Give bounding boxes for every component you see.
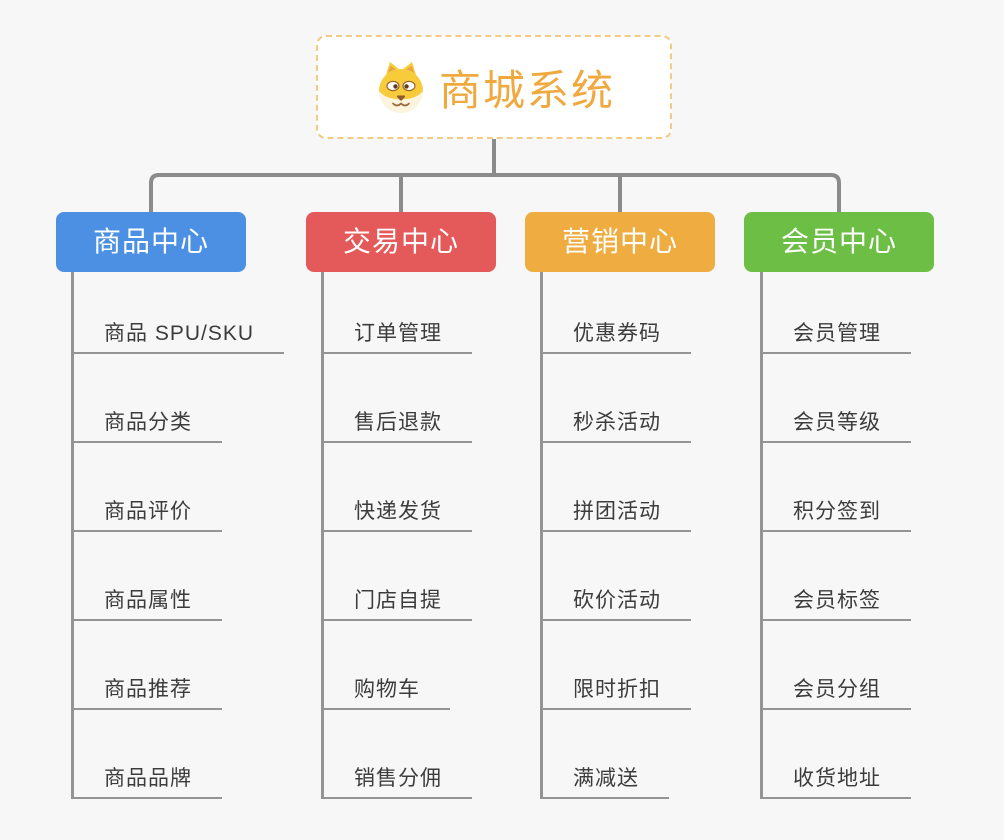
branch-trunk-marketing-center (540, 272, 543, 799)
topic-node[interactable]: 快递发货 (321, 490, 472, 532)
topic-node[interactable]: 商品品牌 (71, 757, 222, 799)
topic-node[interactable]: 优惠券码 (540, 312, 691, 354)
branch-node-member-center[interactable]: 会员中心 (744, 212, 934, 272)
topic-node[interactable]: 商品 SPU/SKU (71, 312, 285, 354)
topic-node[interactable]: 会员等级 (760, 401, 911, 443)
branch-bus-line (149, 173, 841, 212)
topic-node[interactable]: 满减送 (540, 757, 669, 799)
dog-icon (373, 59, 429, 115)
topic-node[interactable]: 会员管理 (760, 312, 911, 354)
topic-node[interactable]: 门店自提 (321, 579, 472, 621)
topic-node[interactable]: 限时折扣 (540, 668, 691, 710)
topic-node[interactable]: 购物车 (321, 668, 450, 710)
topic-node[interactable]: 销售分佣 (321, 757, 472, 799)
topic-node[interactable]: 商品推荐 (71, 668, 222, 710)
branch-node-product-center[interactable]: 商品中心 (56, 212, 246, 272)
root-title: 商城系统 (438, 66, 615, 114)
topic-node[interactable]: 商品分类 (71, 401, 222, 443)
topic-node[interactable]: 砍价活动 (540, 579, 691, 621)
topic-node[interactable]: 售后退款 (321, 401, 472, 443)
topic-node[interactable]: 会员分组 (760, 668, 911, 710)
topic-node[interactable]: 拼团活动 (540, 490, 691, 532)
topic-node[interactable]: 秒杀活动 (540, 401, 691, 443)
topic-node[interactable]: 商品评价 (71, 490, 222, 532)
branch-trunk-product-center (71, 272, 74, 799)
branch-node-trade-center[interactable]: 交易中心 (306, 212, 496, 272)
topic-node[interactable]: 会员标签 (760, 579, 911, 621)
topic-node[interactable]: 收货地址 (760, 757, 911, 799)
topic-node[interactable]: 订单管理 (321, 312, 472, 354)
branch-trunk-trade-center (321, 272, 324, 799)
topic-node[interactable]: 商品属性 (71, 579, 222, 621)
branch-trunk-member-center (760, 272, 763, 799)
branch-node-marketing-center[interactable]: 营销中心 (525, 212, 715, 272)
root-node[interactable]: 商城系统 (316, 35, 672, 139)
topic-node[interactable]: 积分签到 (760, 490, 911, 532)
